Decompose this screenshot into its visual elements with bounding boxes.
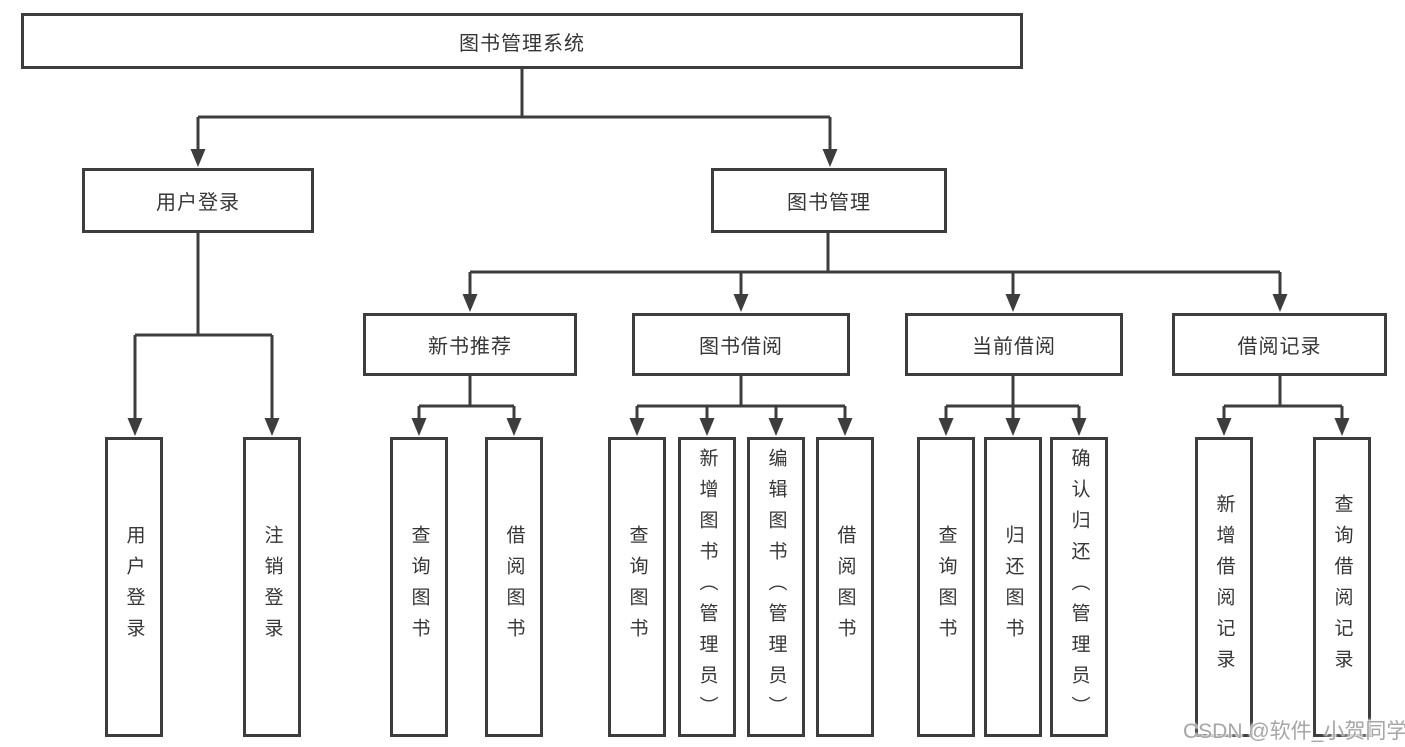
arrowhead	[837, 418, 853, 436]
arrowhead	[127, 418, 143, 436]
csdn-watermark: CSDN @软件_小贺同学	[1183, 720, 1405, 743]
arrowhead	[768, 418, 784, 436]
edge-book-management-subtree	[468, 233, 1282, 297]
edge-book-borrow-subtree	[635, 376, 847, 421]
node-label: 新书推荐	[428, 336, 512, 358]
leaf-edit-books-admin: 编辑图书（管理员）	[747, 437, 805, 737]
leaf-logout: 注销登录	[243, 437, 301, 737]
node-borrow-record: 借阅记录	[1172, 313, 1387, 376]
arrowhead	[1005, 418, 1021, 436]
node-label: 确认归还（管理员）	[1068, 447, 1090, 727]
node-label: 注销登录	[261, 525, 283, 649]
leaf-borrow-books-recommend: 借阅图书	[485, 437, 543, 737]
edge-borrow-record-subtree	[1222, 376, 1344, 421]
arrowhead	[822, 149, 838, 167]
node-new-book-recommend: 新书推荐	[363, 313, 577, 376]
arrowhead	[938, 418, 954, 436]
node-book-borrow: 图书借阅	[632, 313, 850, 376]
leaf-confirm-return-admin: 确认归还（管理员）	[1050, 437, 1108, 737]
node-label: 当前借阅	[972, 336, 1056, 358]
node-label: 用户登录	[123, 525, 145, 649]
arrowhead	[1334, 418, 1350, 436]
node-label: 图书管理系统	[459, 32, 585, 55]
leaf-borrow-books: 借阅图书	[816, 437, 874, 737]
leaf-add-books-admin: 新增图书（管理员）	[678, 437, 736, 737]
leaf-query-books: 查询图书	[608, 437, 666, 737]
arrowhead	[506, 418, 522, 436]
edge-user-login-subtree	[133, 233, 274, 421]
arrowhead	[190, 149, 206, 167]
edge-root-trunk	[196, 69, 832, 152]
node-label: 借阅图书	[503, 525, 525, 649]
node-current-borrow: 当前借阅	[905, 313, 1123, 376]
leaf-add-borrow-record: 新增借阅记录	[1195, 437, 1253, 737]
leaf-query-current-books: 查询图书	[917, 437, 975, 737]
arrowhead	[733, 294, 749, 312]
arrowhead	[462, 294, 478, 312]
arrowhead	[629, 418, 645, 436]
node-label: 借阅记录	[1237, 336, 1322, 358]
node-book-management: 图书管理	[711, 168, 947, 233]
node-user-login: 用户登录	[82, 168, 314, 233]
leaf-return-books: 归还图书	[984, 437, 1042, 737]
arrowhead	[264, 418, 280, 436]
node-root-library-system: 图书管理系统	[21, 13, 1023, 69]
node-label: 归还图书	[1002, 525, 1024, 649]
node-label: 查询图书	[935, 525, 957, 649]
node-label: 图书借阅	[699, 336, 783, 358]
arrowhead	[1005, 294, 1021, 312]
node-label: 编辑图书（管理员）	[765, 447, 787, 727]
node-label: 查询图书	[408, 525, 430, 649]
leaf-query-borrow-record: 查询借阅记录	[1313, 437, 1371, 737]
node-label: 借阅图书	[834, 525, 856, 649]
arrowhead	[1071, 418, 1087, 436]
node-label: 用户登录	[156, 192, 240, 214]
node-label: 新增图书（管理员）	[696, 447, 718, 727]
arrowhead	[1216, 418, 1232, 436]
node-label: 新增借阅记录	[1213, 494, 1235, 680]
node-label: 查询图书	[626, 525, 648, 649]
arrowhead	[699, 418, 715, 436]
leaf-query-books-recommend: 查询图书	[390, 437, 448, 737]
node-label: 查询借阅记录	[1331, 494, 1353, 680]
edge-current-borrow-subtree	[944, 376, 1081, 421]
node-label: 图书管理	[787, 192, 871, 214]
arrowhead	[1272, 294, 1288, 312]
edge-new-book-subtree	[417, 376, 516, 421]
leaf-user-login: 用户登录	[105, 437, 163, 737]
arrowhead	[411, 418, 427, 436]
